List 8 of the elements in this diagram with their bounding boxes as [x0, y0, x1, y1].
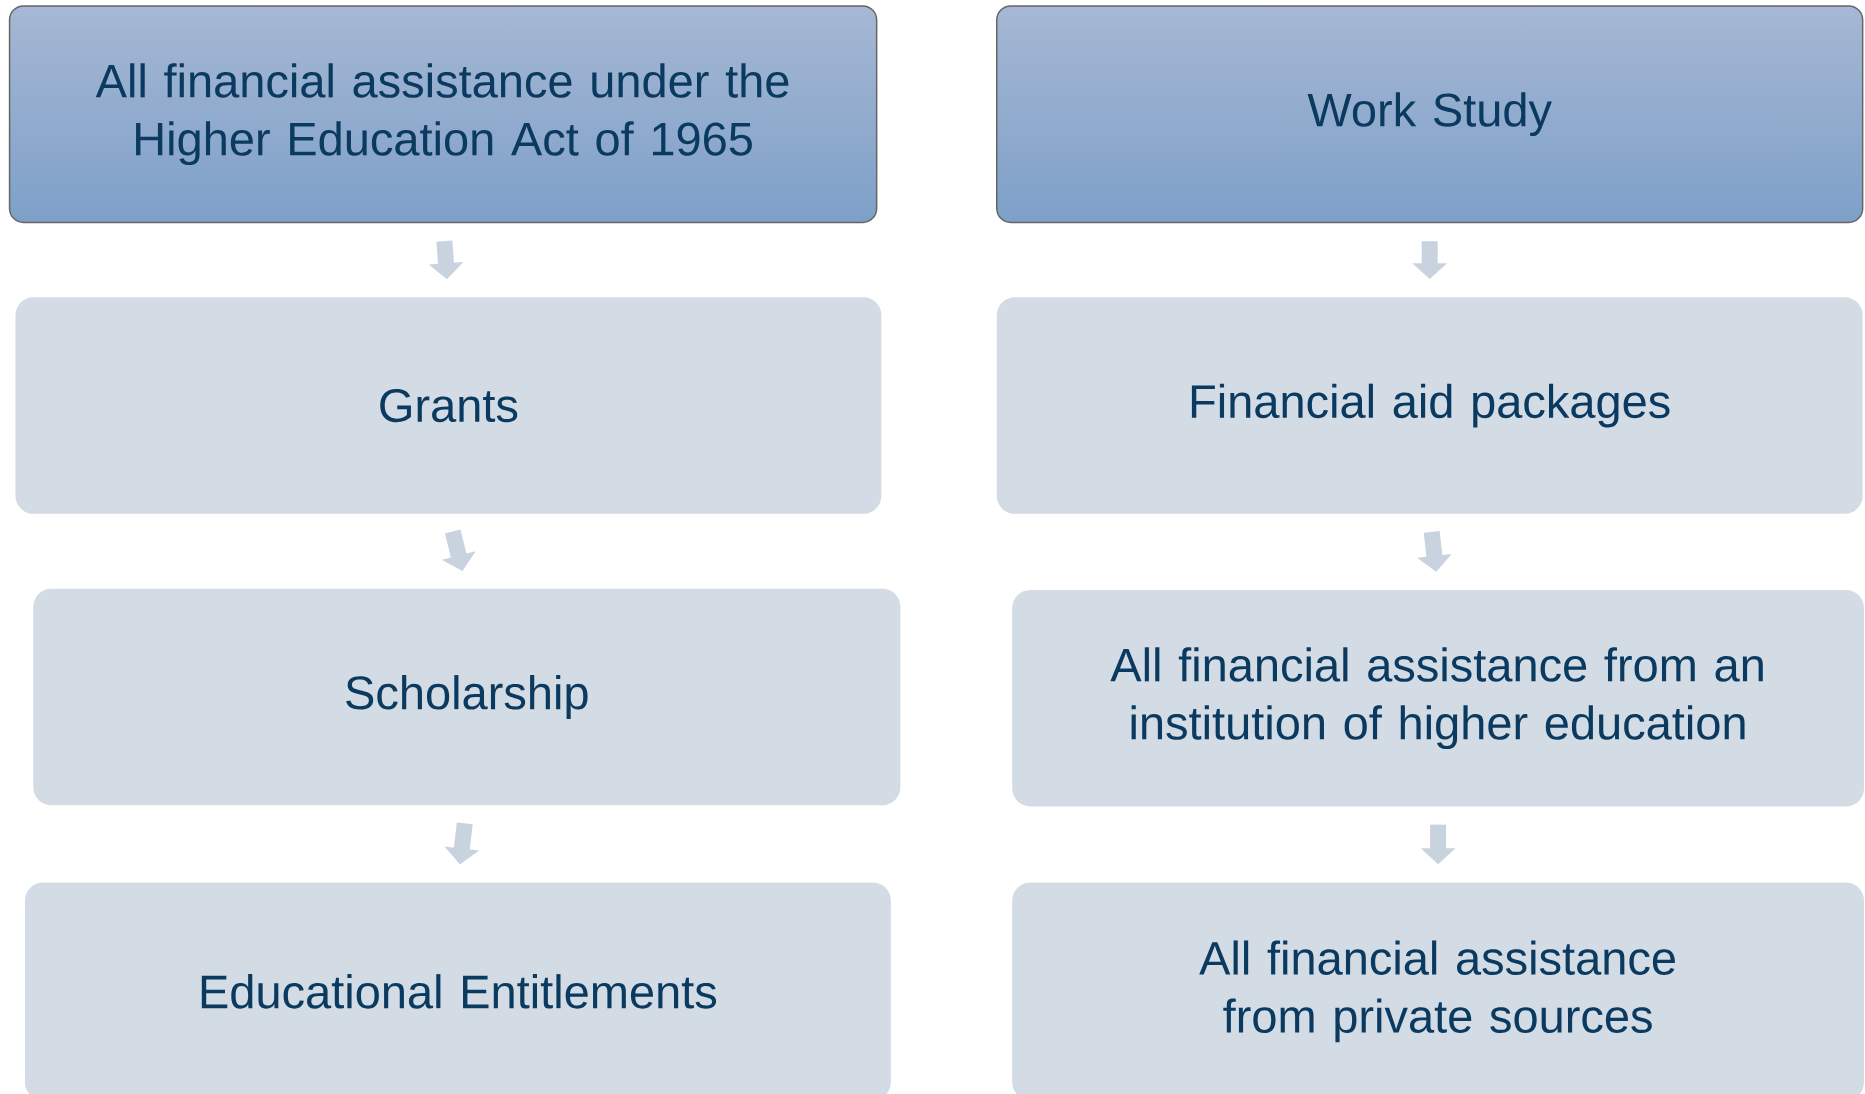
process-box: All financial assistance from an institution of higher education	[1012, 589, 1864, 807]
process-box: Financial aid packages	[996, 297, 1863, 514]
process-box: Educational Entitlements	[24, 882, 891, 1094]
header-box: Work Study	[996, 5, 1864, 224]
process-box: Grants	[15, 297, 882, 514]
process-box: All financial assistance from private sources	[1012, 882, 1864, 1094]
process-box: Scholarship	[33, 588, 901, 806]
header-box: All financial assistance under the Higher Education Act of 1965	[8, 5, 878, 224]
